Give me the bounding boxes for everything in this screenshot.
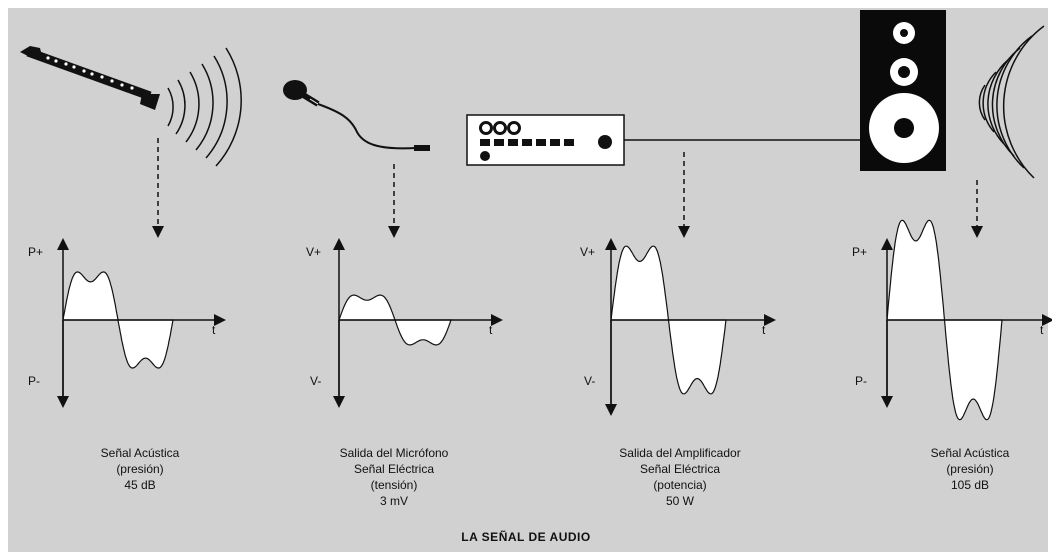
y-axis-negative-label: P-	[855, 374, 867, 388]
caption-speaker: Señal Acústica (presión) 105 dB	[860, 445, 1052, 493]
amplifier-icon	[466, 114, 625, 166]
caption-line: (presión)	[116, 462, 164, 476]
speaker-icon	[860, 10, 946, 171]
y-axis-negative-label: P-	[28, 374, 40, 388]
waveform-graph-amplifier: V+ V-t	[580, 238, 776, 416]
caption-line: 3 mV	[379, 494, 408, 508]
caption-line: Señal Acústica	[930, 446, 1010, 460]
y-axis-negative-label: V-	[310, 374, 321, 388]
caption-line: Señal Eléctrica	[639, 462, 721, 476]
y-axis-negative-label: V-	[584, 374, 595, 388]
speaker-sound-waves-icon	[978, 25, 1045, 179]
y-axis-positive-label: P+	[852, 245, 867, 259]
signal-flow-arrows	[152, 138, 983, 238]
caption-clarinet: Señal Acústica (presión) 45 dB	[30, 445, 250, 493]
x-axis-label: t	[762, 323, 766, 337]
diagram-title: LA SEÑAL DE AUDIO	[461, 530, 591, 544]
clarinet-icon	[20, 46, 160, 110]
waveform-graph-speaker: P+ P-t	[852, 219, 1052, 421]
y-axis-positive-label: V+	[306, 245, 321, 259]
y-axis-positive-label: P+	[28, 245, 43, 259]
caption-line: (potencia)	[653, 478, 707, 492]
waveform-graph-clarinet: P+ P-t	[28, 238, 226, 408]
x-axis-label: t	[489, 323, 493, 337]
x-axis-label: t	[1040, 323, 1044, 337]
caption-line: (presión)	[946, 462, 994, 476]
caption-line: 105 dB	[950, 478, 990, 492]
microphone-icon	[283, 80, 430, 151]
sound-waves-icon	[167, 47, 242, 167]
caption-line: (tensión)	[370, 478, 418, 492]
waveform-graph-microphone: V+ V-t	[306, 238, 503, 408]
caption-line: Salida del Micrófono	[339, 446, 449, 460]
caption-line: Señal Acústica	[100, 446, 180, 460]
caption-line: 50 W	[665, 494, 694, 508]
caption-line: Salida del Amplificador	[619, 446, 741, 460]
caption-line: 45 dB	[124, 478, 156, 492]
x-axis-label: t	[212, 323, 216, 337]
caption-line: Señal Eléctrica	[353, 462, 435, 476]
y-axis-positive-label: V+	[580, 245, 595, 259]
